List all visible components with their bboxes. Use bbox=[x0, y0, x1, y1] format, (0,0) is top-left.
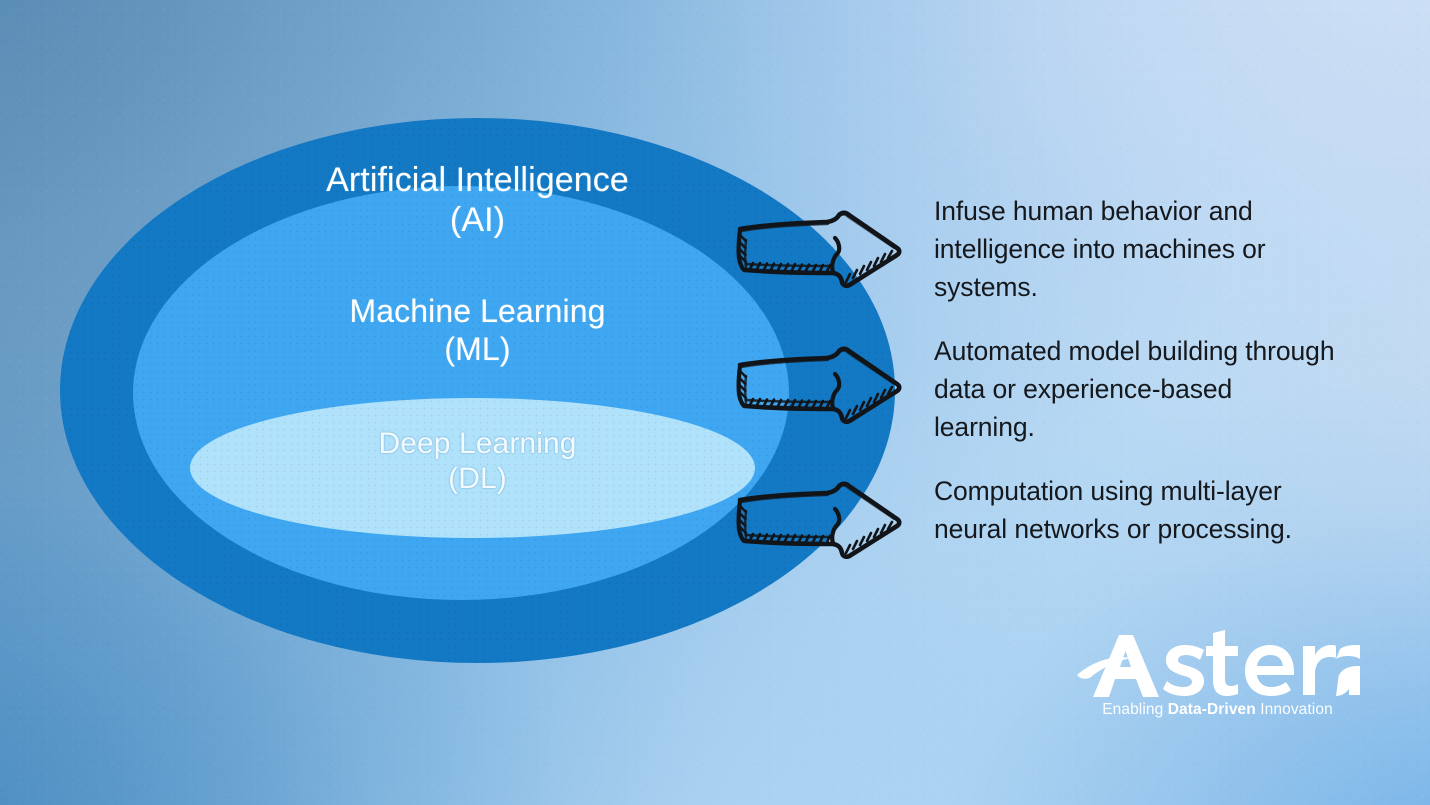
ellipse-deep-learning bbox=[190, 398, 755, 538]
tagline-bold: Data-Driven bbox=[1167, 701, 1256, 718]
ellipse-dl-texture bbox=[190, 398, 755, 538]
description-deep-learning: Computation using multi-layer neural net… bbox=[934, 476, 1292, 545]
arrow-to-dl-description bbox=[729, 479, 905, 563]
tagline-suffix: Innovation bbox=[1255, 701, 1333, 718]
astera-logo: Enabling Data-Driven Innovation bbox=[1075, 627, 1360, 732]
tagline-prefix: Enabling bbox=[1102, 701, 1168, 718]
description-artificial-intelligence: Infuse human behavior and intelligence i… bbox=[934, 196, 1266, 303]
astera-tagline: Enabling Data-Driven Innovation bbox=[1075, 701, 1360, 719]
description-machine-learning: Automated model building through data or… bbox=[934, 336, 1335, 443]
arrow-to-ml-description bbox=[729, 344, 905, 428]
venn-diagram: Artificial Intelligence (AI) Machine Lea… bbox=[60, 118, 895, 663]
arrow-to-ai-description bbox=[729, 208, 905, 292]
astera-wordmark-icon bbox=[1075, 627, 1360, 701]
